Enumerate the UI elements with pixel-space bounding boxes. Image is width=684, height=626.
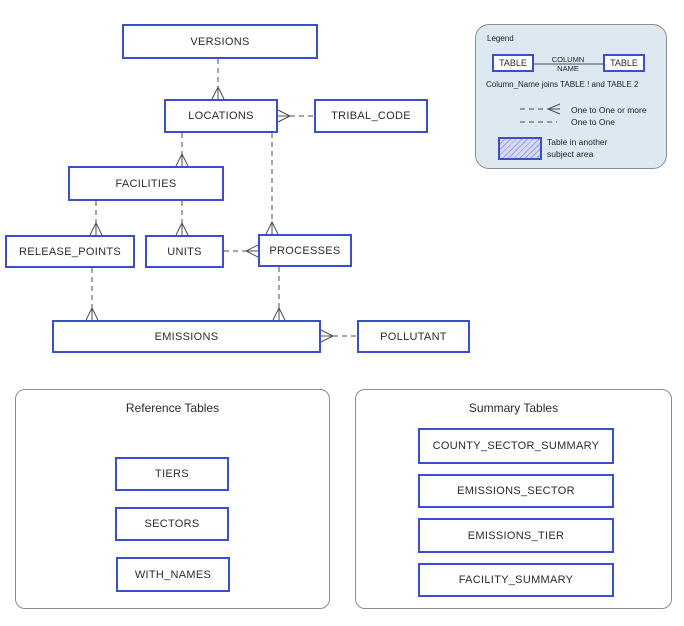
crow-foot-releasepoints-top-icon <box>89 221 103 236</box>
legend-column-label-top: COLUMN <box>551 55 585 64</box>
entity-pollutant[interactable]: POLLUTANT <box>357 320 470 353</box>
crow-foot-units-top-icon <box>175 221 189 236</box>
legend-table-left: TABLE <box>492 54 534 72</box>
table-facility-summary[interactable]: FACILITY_SUMMARY <box>418 563 614 597</box>
crow-foot-emissions-right-icon <box>320 329 335 343</box>
reference-tables-title: Reference Tables <box>125 401 220 415</box>
entity-units[interactable]: UNITS <box>145 235 224 268</box>
legend-subject-area-line1: Table in another <box>547 137 608 147</box>
entity-release-points[interactable]: RELEASE_POINTS <box>5 235 135 268</box>
entity-versions[interactable]: VERSIONS <box>122 24 318 59</box>
legend-one-to-one-label: One to One <box>571 117 615 127</box>
crow-foot-facilities-top-icon <box>175 152 189 167</box>
crow-foot-locations-top-icon <box>211 85 225 100</box>
table-tiers[interactable]: TIERS <box>115 457 229 491</box>
crow-foot-processes-top-icon <box>265 220 279 235</box>
table-county-sector-summary[interactable]: COUNTY_SECTOR_SUMMARY <box>418 428 614 464</box>
legend-other-subject-area-swatch <box>498 137 542 160</box>
legend-column-name-label: COLUMN NAME <box>538 55 598 73</box>
crow-foot-locations-right-icon <box>277 109 292 123</box>
table-sectors[interactable]: SECTORS <box>115 507 229 541</box>
entity-locations[interactable]: LOCATIONS <box>164 99 278 133</box>
table-emissions-tier[interactable]: EMISSIONS_TIER <box>418 518 614 553</box>
legend-title: Legend <box>487 34 514 43</box>
entity-emissions[interactable]: EMISSIONS <box>52 320 321 353</box>
crow-foot-emissions-top-right-icon <box>272 306 286 321</box>
legend-column-label-bottom: NAME <box>557 64 579 73</box>
entity-facilities[interactable]: FACILITIES <box>68 166 224 201</box>
crow-foot-emissions-top-left-icon <box>85 306 99 321</box>
legend-one-to-one-or-more-label: One to One or more <box>571 105 647 115</box>
legend-table-right: TABLE <box>603 54 645 72</box>
entity-processes[interactable]: PROCESSES <box>258 234 352 267</box>
crow-foot-processes-left-icon <box>244 244 259 258</box>
entity-tribal-code[interactable]: TRIBAL_CODE <box>314 99 428 133</box>
legend-subject-area-line2: subject area <box>547 149 594 159</box>
legend-caption: Column_Name joins TABLE ! and TABLE 2 <box>486 80 639 89</box>
table-emissions-sector[interactable]: EMISSIONS_SECTOR <box>418 474 614 508</box>
table-with-names[interactable]: WITH_NAMES <box>116 557 230 592</box>
summary-tables-title: Summary Tables <box>468 401 559 415</box>
